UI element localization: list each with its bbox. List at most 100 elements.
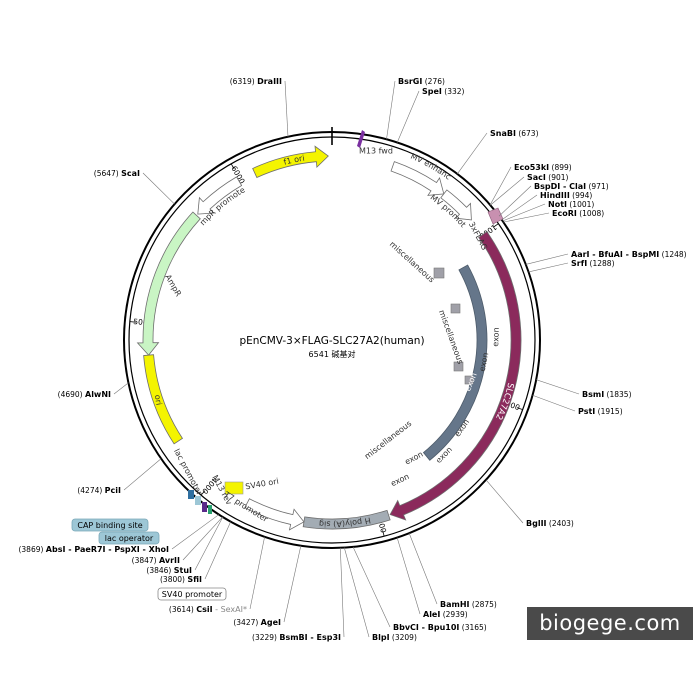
m13-rev-marker [202, 502, 207, 512]
restriction-site-label: EcoRI (1008) [552, 209, 604, 218]
cap-site-marker [188, 490, 194, 499]
site-leader-line [485, 479, 524, 524]
backbone-ring [123, 127, 541, 549]
feature-ampr [136, 211, 201, 356]
site-leader-line [532, 394, 576, 412]
restriction-site-label: BlpI (3209) [372, 633, 417, 642]
misc-marker-4 [464, 375, 474, 385]
feature-label-exon-2: exon [478, 352, 491, 373]
feature-exonbar [422, 264, 488, 461]
site-leader-line [498, 185, 532, 217]
feature-label-amprprom: AmpR promoter [0, 0, 247, 227]
restriction-site-label: SpeI (332) [422, 87, 465, 96]
ruler-tick-label: 5000 [133, 317, 153, 328]
restriction-site-label: AleI (2939) [423, 610, 468, 619]
restriction-sites: (6319) DraIII BsrGI (276)SpeI (332) SnaBI … [18, 77, 686, 642]
site-leader-line [352, 546, 391, 628]
sv40-promoter-box-text: SV40 promoter [162, 590, 223, 599]
restriction-site-label: BamHI (2875) [440, 600, 497, 609]
restriction-site-label: Eco53kI (899) [514, 163, 572, 172]
ruler-tick-mark [382, 530, 385, 537]
site-leader-line [396, 537, 421, 615]
feature-cmvprom [440, 189, 472, 221]
restriction-site-label: (3614) CsiI - SexAI* [169, 605, 247, 614]
site-leader-line [502, 203, 546, 222]
feature-hgh [302, 509, 391, 530]
restriction-site-label: (3846) StuI [146, 566, 192, 575]
site-leader-line [396, 90, 420, 143]
ruler-tick-mark [230, 163, 235, 170]
feature-label-misc-2: miscellaneous [437, 309, 465, 366]
restriction-site-label: BsrGI (276) [398, 77, 445, 86]
sv40-promoter-label-box: SV40 promoter [157, 587, 227, 601]
feature-label-exon-8: exon [389, 472, 410, 488]
t7-marker [208, 505, 212, 514]
site-leader-line [386, 80, 396, 140]
small-features [188, 130, 504, 514]
feature-sv40p [244, 498, 305, 531]
misc-marker-1 [433, 267, 445, 279]
restriction-site-label: SnaBI (673) [490, 129, 539, 138]
site-leader-line [490, 176, 525, 206]
restriction-site-label: (5647) ScaI [94, 169, 140, 178]
feature-f1 [252, 145, 329, 179]
site-leader-line [525, 253, 569, 265]
ruler-tick-mark [493, 223, 499, 228]
restriction-site-label: SrfI (1288) [571, 259, 615, 268]
restriction-site-label: AarI - BfuAI - BspMI (1248) [571, 250, 687, 259]
restriction-site-label: (3427) AgeI [233, 618, 281, 627]
site-leader-line [503, 212, 550, 223]
restriction-site-label: (6319) DraIII [230, 77, 282, 86]
plasmid-size: 6541 碱基对 [309, 349, 356, 359]
feature-label-exon-0: exon [479, 271, 494, 292]
sv40-ori-marker [224, 481, 244, 495]
feature-arcs [136, 145, 522, 531]
site-leader-line [489, 166, 512, 206]
plasmid-name: pEnCMV-3×FLAG-SLC27A2(human) [239, 335, 424, 347]
ruler-tick-mark [516, 407, 523, 411]
watermark: biogege.com [527, 607, 693, 640]
feature-cmvenh [390, 161, 445, 196]
ruler-tick-mark [129, 321, 136, 323]
feature-label-misc-1: miscellaneous [388, 240, 436, 285]
restriction-site-label: NotI (1001) [548, 200, 594, 209]
feature-label-ampr: AmpR [163, 273, 183, 299]
ruler-tick-mark [200, 490, 206, 496]
lac-operator-marker [195, 496, 201, 505]
site-leader-line [204, 521, 231, 580]
site-leader-line [339, 547, 345, 638]
feature-label-hgh: hGH poly(A) signal [0, 0, 372, 529]
restriction-site-label: (4690) AlwNI [58, 390, 111, 399]
feature-slc27a2 [389, 231, 522, 521]
site-leader-line [408, 533, 438, 605]
site-leader-line [249, 536, 265, 610]
site-leader-line [182, 516, 223, 561]
restriction-site-label: (3869) AbsI - PaeR7I - PspXI - XhoI [18, 545, 169, 554]
site-leader-line [536, 379, 580, 395]
site-leader-line [113, 382, 129, 395]
site-leader-line [343, 547, 370, 638]
feature-label-exon-1: exon [491, 327, 501, 347]
restriction-site-label: PstI (1915) [578, 407, 623, 416]
restriction-site-label: BglII (2403) [526, 519, 574, 528]
restriction-site-label: SacI (901) [527, 173, 569, 182]
lac-operator-text: lac operator [105, 534, 154, 543]
cap-binding-site-text: CAP binding site [77, 521, 142, 530]
restriction-site-label: HindIII (994) [540, 191, 592, 200]
restriction-site-label: (3847) AvrII [132, 556, 180, 565]
feature-amprprom [197, 176, 243, 215]
restriction-site-label: (3229) BsmBI - Esp3I [252, 633, 341, 642]
site-leader-line [283, 545, 302, 623]
restriction-site-label: (4274) PciI [77, 486, 121, 495]
restriction-site-label: BsmI (1835) [582, 390, 632, 399]
site-leader-line [142, 172, 175, 205]
restriction-site-label: BspDI - ClaI (971) [534, 182, 609, 191]
cap-binding-site-label-box: CAP binding site [71, 518, 149, 532]
site-leader-line [528, 262, 569, 273]
site-leader-line [171, 514, 220, 550]
feature-label-sv40ori: SV40 ori [245, 477, 280, 492]
feature-label-m13fwd: M13 fwd [359, 147, 393, 156]
feature-label-ori: ori [153, 394, 164, 406]
flag-tag-marker [487, 207, 504, 225]
